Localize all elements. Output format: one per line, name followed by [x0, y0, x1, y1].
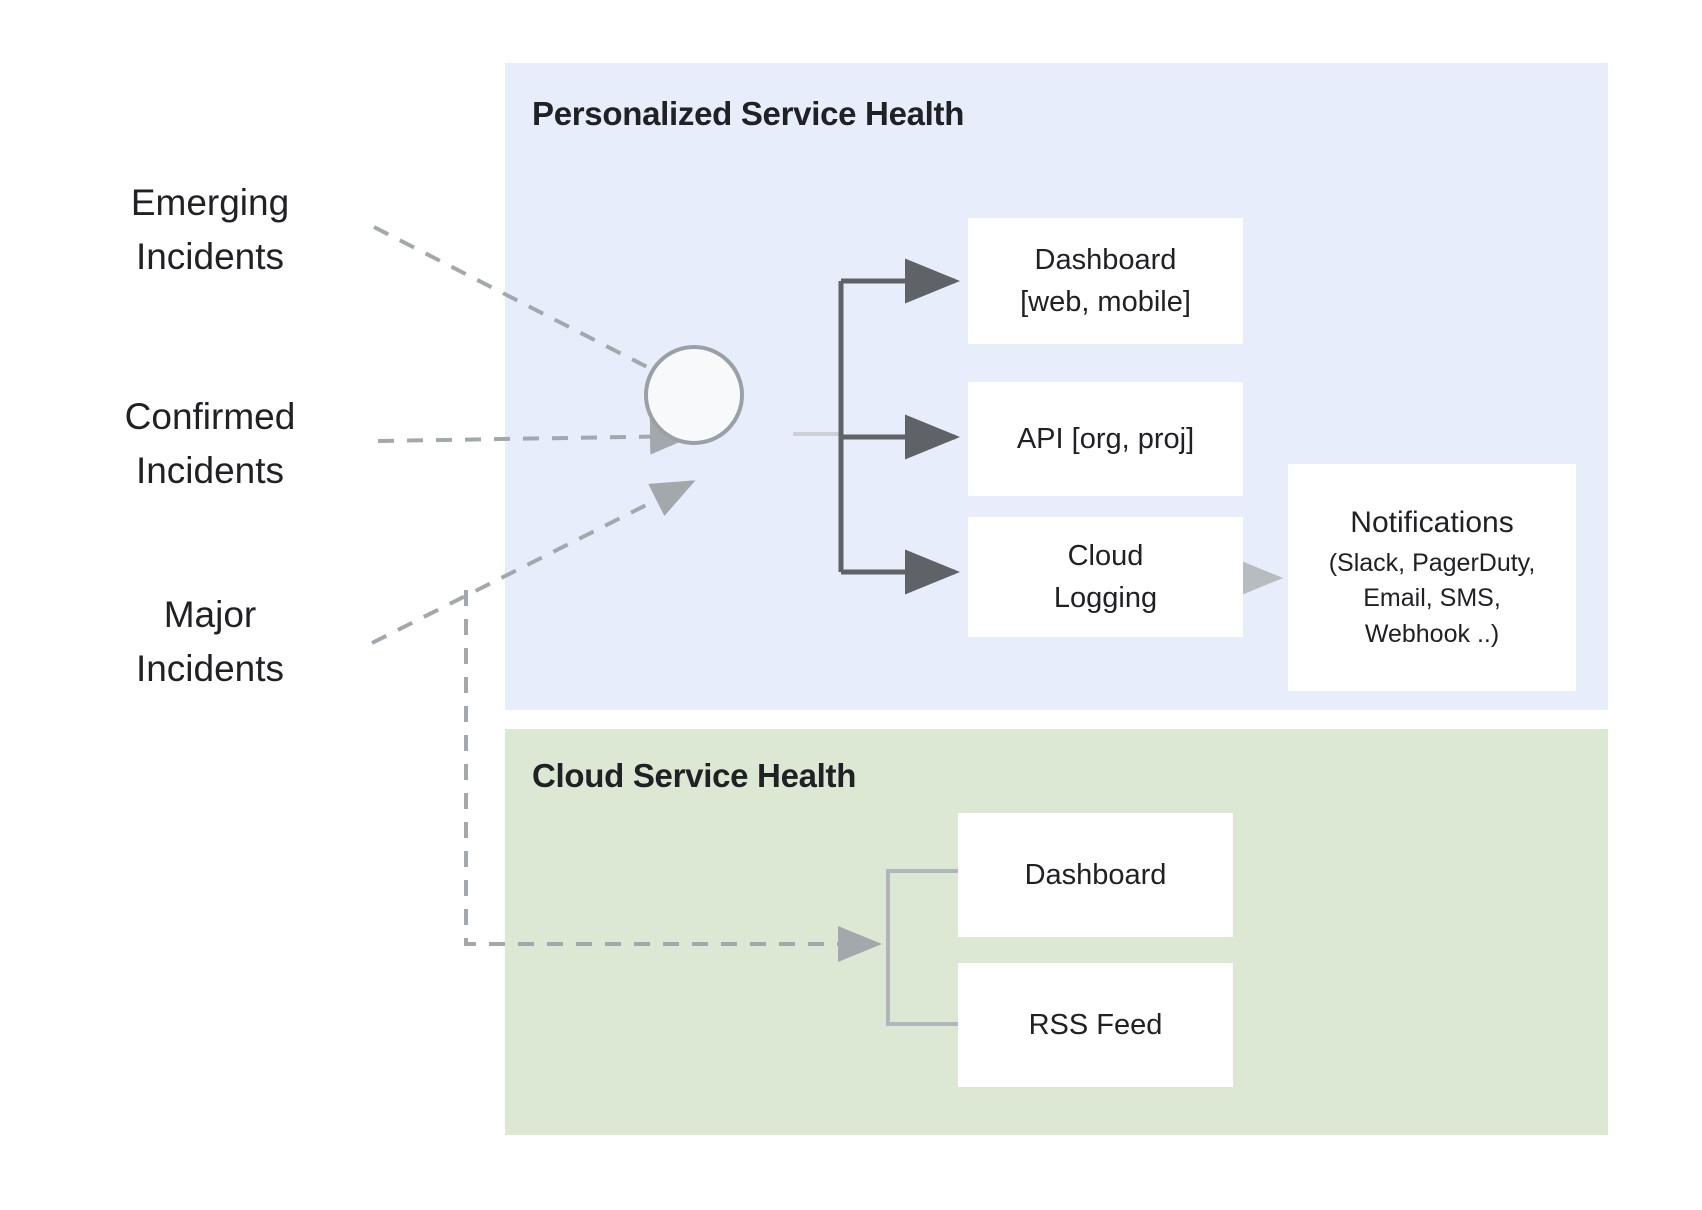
- source-label-major-incidents: Major Incidents: [135, 594, 285, 689]
- source-label-emerging-incidents: Emerging Incidents: [130, 182, 290, 277]
- panel-title-cloud: Cloud Service Health: [532, 757, 857, 794]
- node-api-org-proj[interactable]: API [org, proj]: [968, 382, 1243, 496]
- node-rss-feed[interactable]: RSS Feed: [958, 963, 1233, 1087]
- aggregator-node[interactable]: [636, 343, 796, 523]
- notifications-channels: (Slack, PagerDuty, Email, SMS, Webhook .…: [1328, 548, 1536, 648]
- source-label-confirmed-incidents: Confirmed Incidents: [124, 396, 296, 491]
- panel-title-personalized: Personalized Service Health: [532, 95, 965, 132]
- node-cloud-logging[interactable]: Cloud Logging: [968, 517, 1243, 637]
- node-dashboard-web-mobile[interactable]: Dashboard [web, mobile]: [968, 218, 1243, 344]
- node-notifications[interactable]: Notifications (Slack, PagerDuty, Email, …: [1288, 464, 1576, 691]
- node-cloud-dashboard[interactable]: Dashboard: [958, 813, 1233, 937]
- notifications-title: Notifications: [1350, 505, 1514, 539]
